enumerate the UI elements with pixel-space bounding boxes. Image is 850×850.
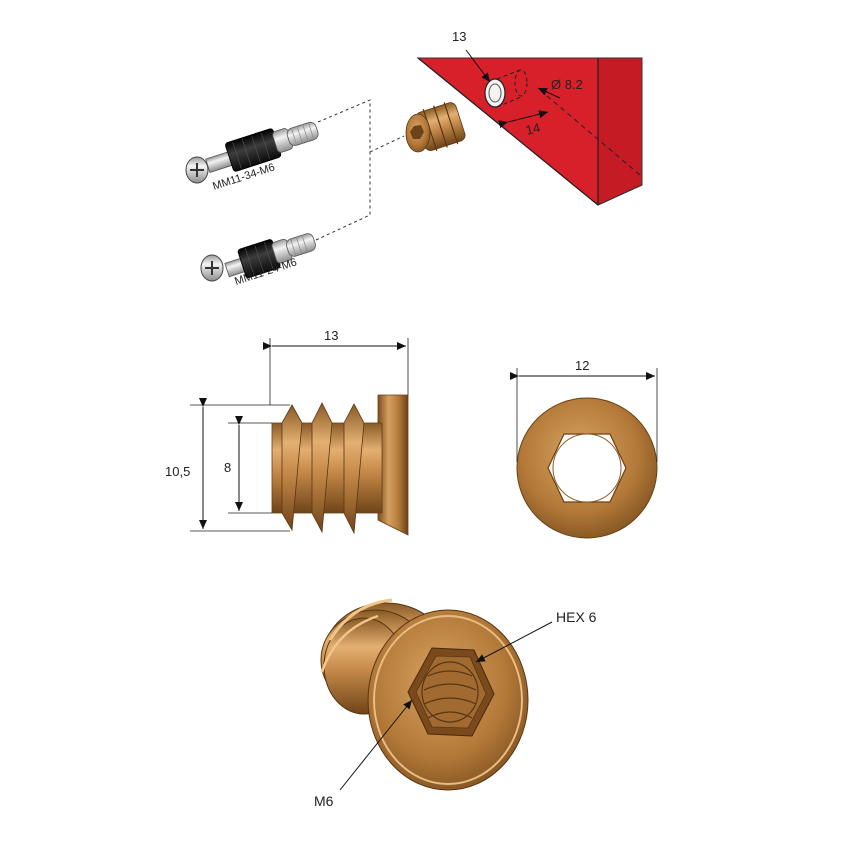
bore-centerline: [539, 89, 641, 176]
assembly-connectors: [315, 99, 405, 241]
internal-thread: [421, 661, 479, 723]
red-panel-side-face: [597, 57, 643, 206]
front-width-label: 12: [575, 358, 589, 373]
depth-callout-arrow: [465, 49, 491, 83]
iso-view: HEX 6 M6: [314, 598, 597, 809]
edge-distance-dim-line: [498, 110, 549, 129]
thread-label: M6: [314, 793, 334, 809]
front-bore: [552, 433, 622, 503]
threaded-insert-icon: [405, 102, 466, 153]
bore-depth-hidden-lines: [496, 69, 522, 108]
panel-hole-diameter-label: Ø 8.2: [551, 77, 583, 92]
phillips-screw-head-icon: [185, 156, 209, 184]
diameter-callout-arrow: [537, 87, 561, 99]
bore-hole: [484, 78, 506, 108]
phillips-screw-head-icon: [200, 254, 224, 282]
front-view: 12: [510, 358, 658, 539]
thread-callout-arrow: [339, 699, 413, 791]
side-length-label: 13: [324, 328, 338, 343]
side-inner-diameter-label: 8: [224, 460, 231, 475]
panel-hole-depth-label: 13: [452, 29, 466, 44]
hex-drive-label: HEX 6: [556, 609, 597, 625]
bore-bottom: [514, 69, 528, 97]
panel-front-edge: [417, 57, 599, 206]
hex-callout-arrow: [475, 621, 553, 663]
side-view: 13 10,5 8: [165, 328, 409, 536]
insert-threads: [281, 402, 365, 535]
bore-hole-inner: [488, 83, 502, 103]
short-bolt: MM11-24-M6: [200, 233, 316, 288]
side-outer-diameter-label: 10,5: [165, 464, 190, 479]
insert-flange: [377, 394, 409, 536]
panel-section: 13 Ø 8.2 14: [416, 29, 643, 206]
panel-edge-distance-label: 14: [524, 120, 542, 138]
long-bolt: MM11-34-M6: [185, 121, 319, 193]
